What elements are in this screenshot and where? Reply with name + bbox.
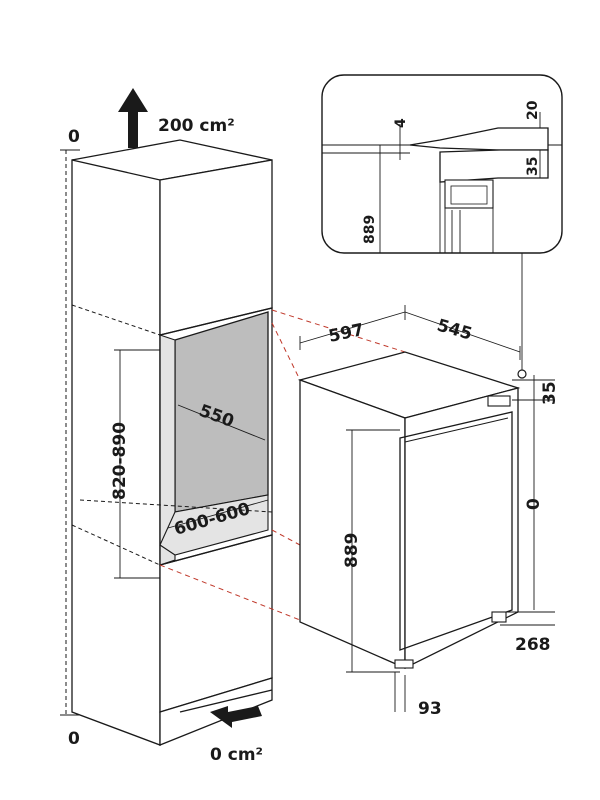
gap-bottom-label: 0 <box>68 729 80 749</box>
vent-bottom-arrow-icon <box>210 706 262 728</box>
gap-top-label: 0 <box>68 127 80 147</box>
appliance-width-label: 597 <box>327 320 366 347</box>
plinth-height-label: 268 <box>515 635 551 655</box>
top-gap-label: 35 <box>540 381 560 405</box>
detail-top-20-label: 20 <box>525 100 541 120</box>
detail-callout <box>321 74 563 254</box>
vent-bottom-area-label: 0 cm² <box>210 745 263 765</box>
door-offset-label: 93 <box>418 699 442 719</box>
cabinet <box>71 139 273 746</box>
vent-top-arrow-icon <box>118 88 148 148</box>
appliance-depth-label: 545 <box>435 316 475 345</box>
appliance <box>297 351 521 670</box>
detail-gap-4-label: 4 <box>393 118 409 128</box>
detail-height-889-label: 889 <box>362 215 378 244</box>
niche-height-label: 820-890 <box>110 422 130 500</box>
detail-gap-35-label: 35 <box>525 157 541 176</box>
side-gap-label: 0 <box>524 498 544 510</box>
vent-top-area-label: 200 cm² <box>158 116 235 136</box>
appliance-height-label: 889 <box>342 533 362 569</box>
